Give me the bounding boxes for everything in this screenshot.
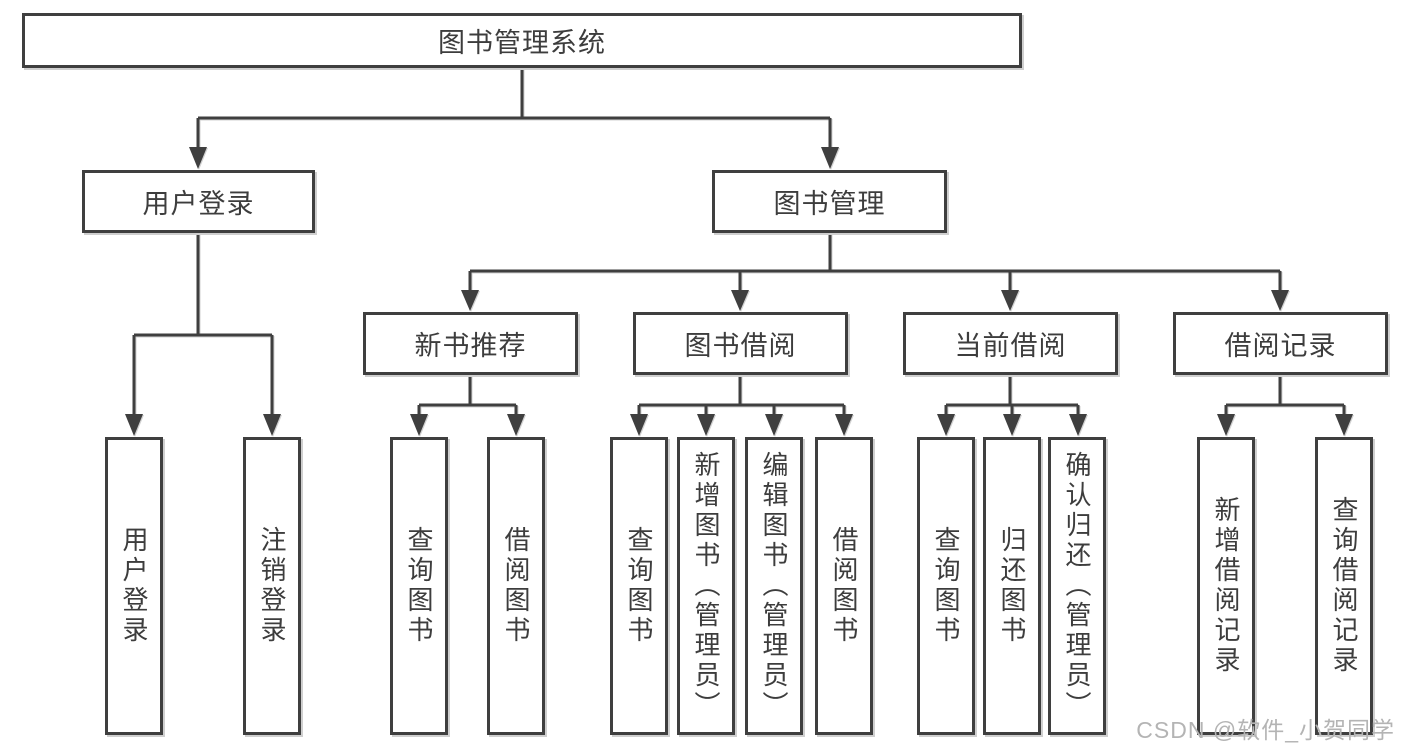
arrowhead [1069,414,1087,436]
node-library-system: 图书管理系统 [22,13,1022,68]
leaf-return-book: 归还图书 [983,437,1041,735]
leaf-confirm-return-admin: 确认归还（管理员） [1048,437,1106,735]
leaf-add-borrow-record: 新增借阅记录 [1197,437,1255,735]
leaf-user-login: 用户登录 [105,437,163,735]
arrowhead [630,414,648,436]
arrowhead [1335,414,1353,436]
arrowhead [507,414,525,436]
arrowhead [461,290,479,311]
node-borrow-records: 借阅记录 [1173,312,1388,375]
leaf-search-books-borrow: 查询图书 [610,437,668,735]
node-current-borrow: 当前借阅 [903,312,1118,375]
arrowhead [765,414,783,436]
leaf-add-book-admin: 新增图书（管理员） [677,437,735,735]
node-user-login: 用户登录 [82,170,315,233]
arrowhead [731,290,749,311]
leaf-logout: 注销登录 [243,437,301,735]
arrowhead [1271,290,1289,311]
leaf-edit-book-admin: 编辑图书（管理员） [745,437,803,735]
arrowhead [697,414,715,436]
leaf-borrow-books-recommend: 借阅图书 [487,437,545,735]
arrowhead [189,147,207,169]
node-book-borrow: 图书借阅 [633,312,848,375]
arrowhead [937,414,955,436]
leaf-search-borrow-record: 查询借阅记录 [1315,437,1373,735]
node-book-management: 图书管理 [712,170,947,233]
arrowhead [410,414,428,436]
node-new-book-recommend: 新书推荐 [363,312,578,375]
leaf-search-books-recommend: 查询图书 [390,437,448,735]
watermark: CSDN @软件_小贺同学 [1136,717,1395,743]
arrowhead [821,147,839,169]
arrowhead [125,414,143,436]
arrowhead [1217,414,1235,436]
arrowhead [1001,290,1019,311]
arrowhead [835,414,853,436]
arrowhead [1003,414,1021,436]
arrowhead [263,414,281,436]
leaf-search-books-current: 查询图书 [917,437,975,735]
leaf-borrow-books: 借阅图书 [815,437,873,735]
